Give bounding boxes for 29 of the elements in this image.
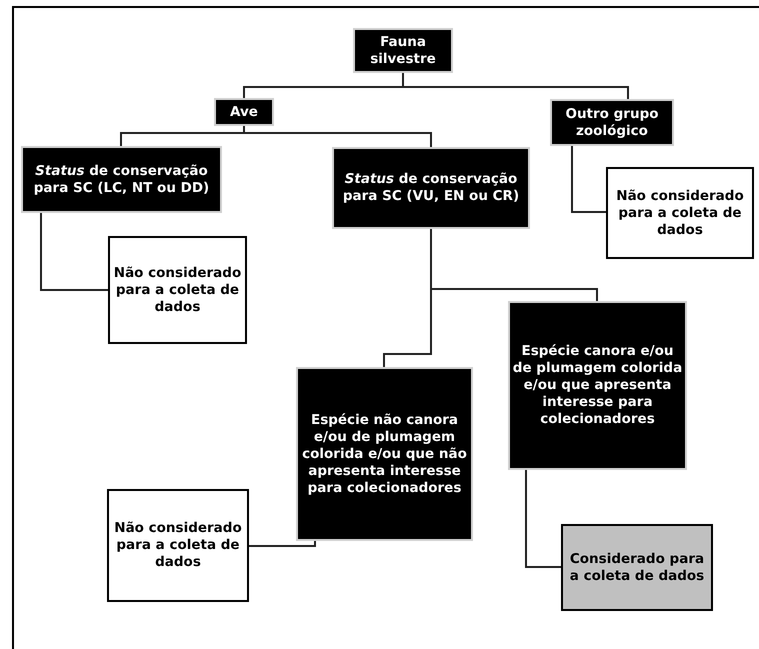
flow-box [332, 147, 530, 229]
box-label: Status de conservação para SC (VU, EN ou CR) [342, 171, 520, 205]
box-label: Considerado para a coleta de dados [568, 550, 706, 584]
connector-line [402, 73, 629, 99]
flow-box [214, 98, 274, 126]
box-label: Outro grupo zoológico [564, 106, 660, 140]
flow-box [296, 367, 473, 541]
box-label: Não considerado para a coleta de dados [113, 520, 243, 571]
flow-box [353, 28, 453, 73]
box-label: Espécie não canora e/ou de plumagem colorida e/ou que não apresenta interesse para colecionadores [301, 412, 468, 496]
flow-box [606, 167, 754, 259]
flow-box [21, 146, 222, 213]
connector-line [40, 213, 108, 291]
box-label: Status de conservação para SC (LC, NT ou DD) [32, 162, 210, 196]
flow-box [508, 301, 687, 470]
connector-line [249, 541, 316, 547]
flow-box [108, 236, 247, 344]
connector-line [571, 146, 606, 213]
flow-box [550, 99, 674, 146]
box-label: Ave [230, 104, 258, 120]
flow-box [107, 489, 249, 602]
box-label: Não considerado para a coleta de dados [615, 188, 745, 238]
flow-box [561, 524, 713, 611]
box-label: Não considerado para a coleta de dados [112, 264, 242, 316]
connector-line [525, 470, 561, 568]
box-label: Fauna silvestre [369, 34, 437, 68]
connector-line [243, 126, 432, 147]
box-label: Espécie canora e/ou de plumagem colorida e/ou que apresenta interesse para colecionadores [512, 343, 683, 428]
connector-line [383, 229, 432, 367]
